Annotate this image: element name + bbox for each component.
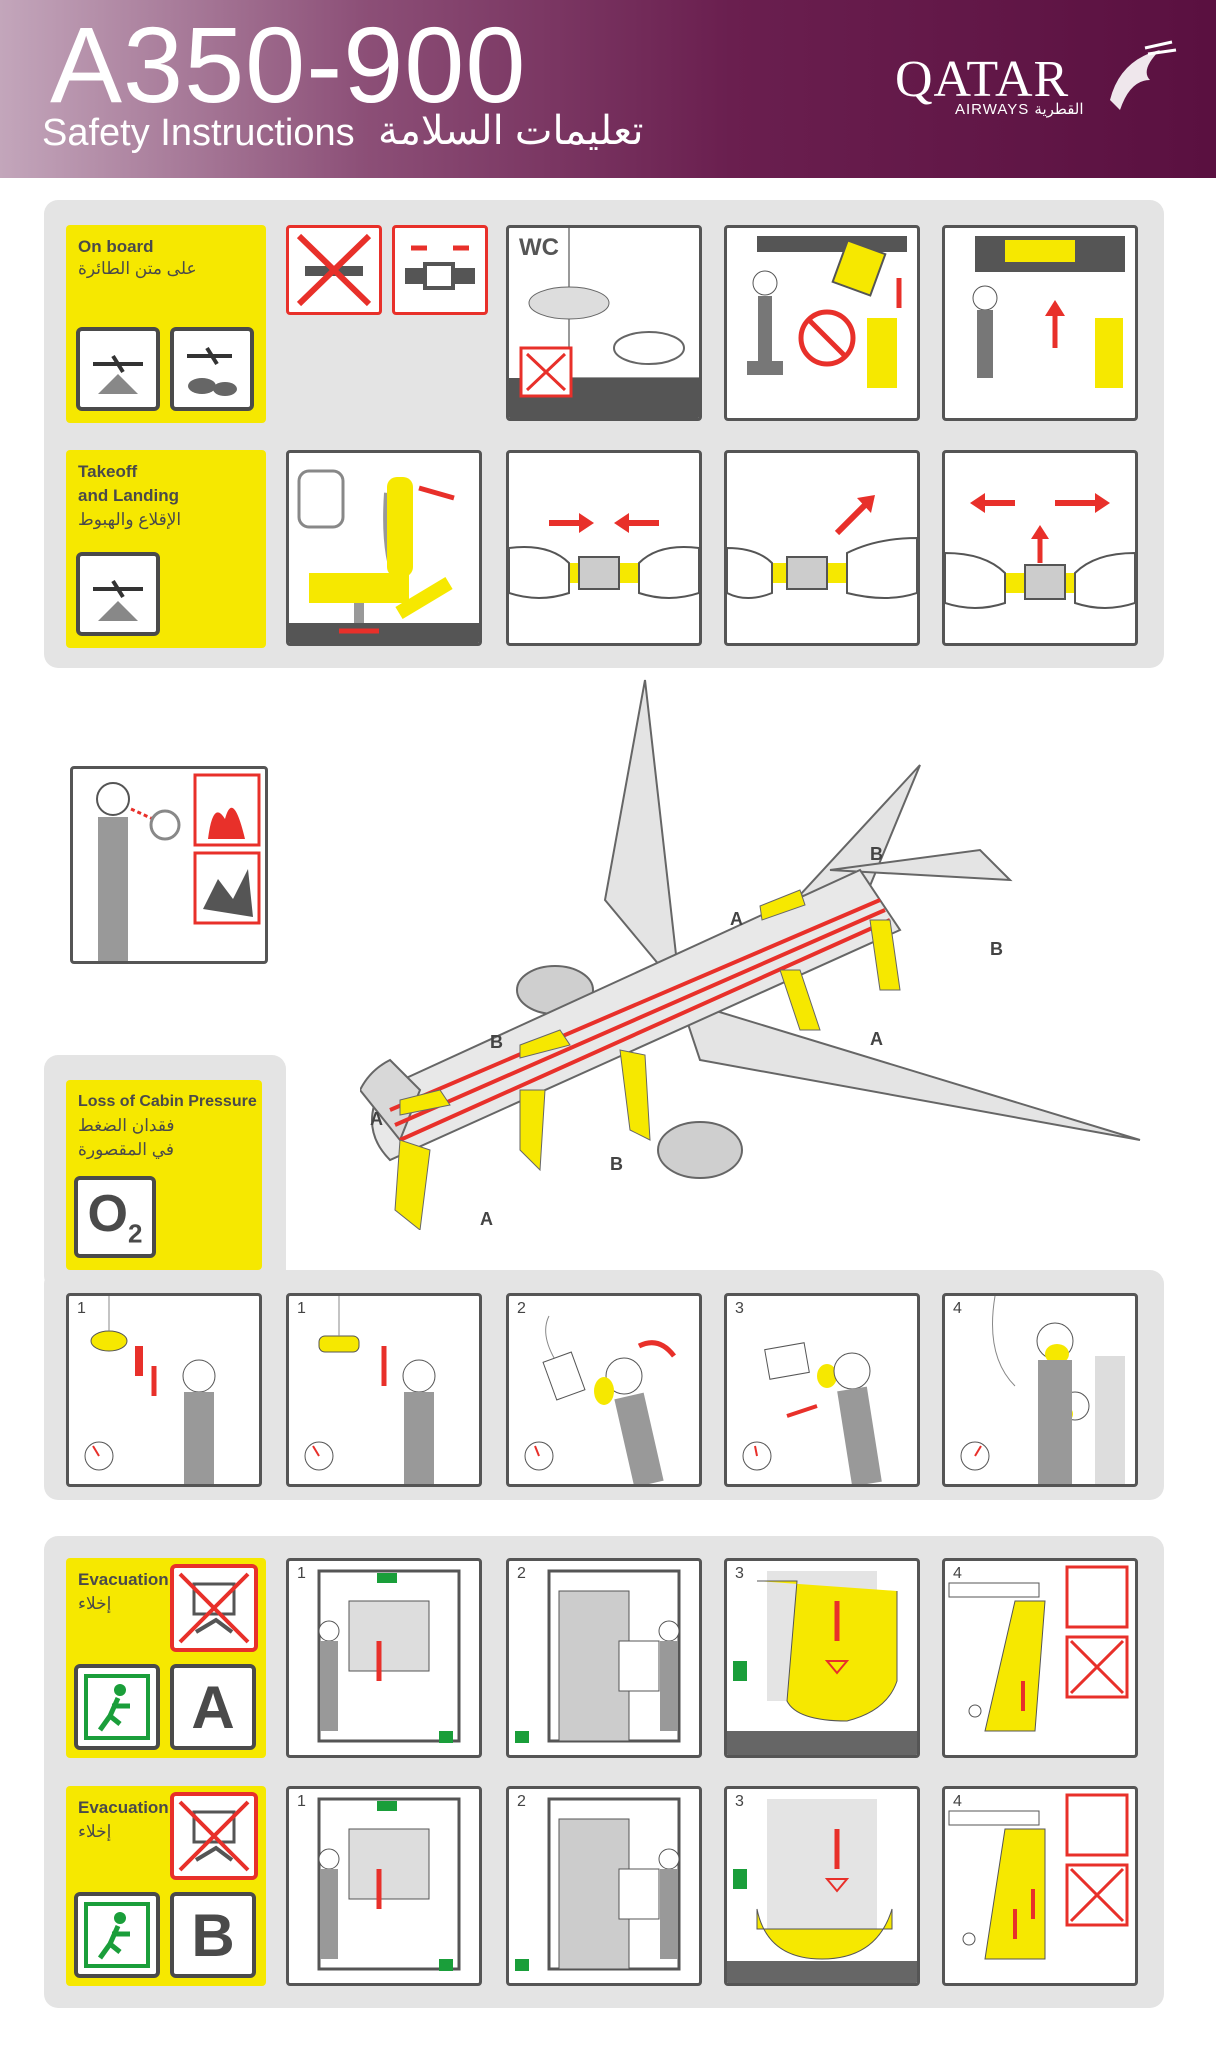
takeoff-label-arabic: الإقلاع والهبوط <box>78 510 182 529</box>
evac-a-step-4: 4 <box>942 1558 1138 1758</box>
evacuation-b-label-arabic: إخلاء <box>78 1822 112 1841</box>
takeoff-label-card: Takeoff and Landing الإقلاع والهبوط <box>66 450 266 648</box>
oxygen-step-1b: 1 <box>286 1293 482 1487</box>
evacuation-b-label-card: Evacuation إخلاء B <box>66 1786 266 1986</box>
takeoff-label-line1: Takeoff <box>78 462 138 481</box>
plane-takeoff-icon <box>76 327 160 411</box>
emergency-exit-icon <box>74 1664 160 1750</box>
page-subtitle: Safety Instructions <box>42 112 355 154</box>
step-number: 3 <box>735 1565 744 1582</box>
oryx-logo-icon <box>1110 40 1177 110</box>
door-label-a-2: A <box>870 1029 883 1049</box>
aircraft-exit-diagram: A B A B A B A B <box>360 679 1141 1230</box>
evac-a-step-1: 1 <box>286 1558 482 1758</box>
fasten-seatbelt-card <box>392 225 488 315</box>
evacuation-a-label: Evacuation <box>78 1570 169 1589</box>
belt-tighten-card <box>724 450 920 646</box>
door-type-b-badge: B <box>170 1892 256 1978</box>
step-number: 2 <box>517 1793 526 1810</box>
belt-fasten-card <box>506 450 702 646</box>
step-number: 4 <box>953 1793 962 1810</box>
step-number: 3 <box>735 1793 744 1810</box>
oxygen-step-4: 4 <box>942 1293 1138 1487</box>
step-number: 4 <box>953 1565 962 1582</box>
evac-a-step-3: 3 <box>724 1558 920 1758</box>
cabin-pressure-label-card: Loss of Cabin Pressure فقدان الضغط في ال… <box>66 1080 262 1270</box>
step-number: 1 <box>297 1565 306 1582</box>
o2-symbol: O2 <box>87 1185 143 1249</box>
brand-logo-text: QATAR <box>895 51 1070 108</box>
no-baggage-heels-icon <box>170 1792 258 1880</box>
door-type-a-badge: A <box>170 1664 256 1750</box>
evacuation-b-label: Evacuation <box>78 1798 169 1817</box>
door-label-b-7: B <box>870 844 883 864</box>
step-number: 2 <box>517 1300 526 1317</box>
cabin-pressure-label: Loss of Cabin Pressure <box>78 1093 257 1110</box>
evac-b-step-4: 4 <box>942 1786 1138 1986</box>
step-number: 2 <box>517 1565 526 1582</box>
evac-b-step-3: 3 <box>724 1786 920 1986</box>
emergency-exit-icon <box>74 1892 160 1978</box>
oxygen-step-1a: 1 <box>66 1293 262 1487</box>
step-number: 1 <box>77 1300 86 1317</box>
door-label-a-front-bottom: A <box>480 1209 493 1229</box>
door-label-a-6: A <box>730 909 743 929</box>
overhead-bin-close-card <box>942 225 1138 421</box>
oxygen-o2-icon: O2 <box>74 1176 156 1258</box>
cabin-pressure-label-arabic-1: فقدان الضغط <box>78 1116 175 1135</box>
door-type-letter: B <box>191 1901 235 1969</box>
evac-b-step-2: 2 <box>506 1786 702 1986</box>
door-label-a-front-left: A <box>370 1109 383 1129</box>
step-number: 4 <box>953 1300 962 1317</box>
wc-label: WC <box>519 234 559 261</box>
cabin-pressure-label-arabic-2: في المقصورة <box>78 1140 174 1159</box>
belt-release-card <box>942 450 1138 646</box>
aircraft-model: A350-900 <box>50 4 527 125</box>
door-label-b-3: B <box>990 939 1003 959</box>
door-type-letter: A <box>191 1673 235 1741</box>
seat-upright-card <box>286 450 482 646</box>
wc-no-smoking-card: WC <box>506 225 702 421</box>
no-baggage-heels-icon <box>170 1564 258 1652</box>
oxygen-step-3: 3 <box>724 1293 920 1487</box>
door-label-b-1: B <box>610 1154 623 1174</box>
header-banner: A350-900 Safety Instructions تعليمات الس… <box>0 0 1216 178</box>
no-smoking-card <box>286 225 382 315</box>
plane-cruise-icon <box>170 327 254 411</box>
runway-landing-icon <box>76 552 160 636</box>
on-board-label-arabic: على متن الطائرة <box>78 259 197 278</box>
evac-b-step-1: 1 <box>286 1786 482 1986</box>
on-board-label-card: On board على متن الطائرة <box>66 225 266 423</box>
takeoff-label-line2: and Landing <box>78 486 180 505</box>
step-number: 3 <box>735 1300 744 1317</box>
page-subtitle-arabic: تعليمات السلامة <box>378 109 644 153</box>
evac-a-step-2: 2 <box>506 1558 702 1758</box>
on-board-label: On board <box>78 237 154 256</box>
evacuation-a-label-arabic: إخلاء <box>78 1594 112 1613</box>
evacuation-a-label-card: Evacuation إخلاء A <box>66 1558 266 1758</box>
step-number: 1 <box>297 1300 306 1317</box>
oxygen-step-2: 2 <box>506 1293 702 1487</box>
step-number: 1 <box>297 1793 306 1810</box>
brand-logo-subtext: AIRWAYS القطرية <box>955 101 1084 118</box>
window-fire-smoke-card <box>70 766 268 964</box>
door-label-b-5: B <box>490 1032 503 1052</box>
overhead-bin-caution-card <box>724 225 920 421</box>
